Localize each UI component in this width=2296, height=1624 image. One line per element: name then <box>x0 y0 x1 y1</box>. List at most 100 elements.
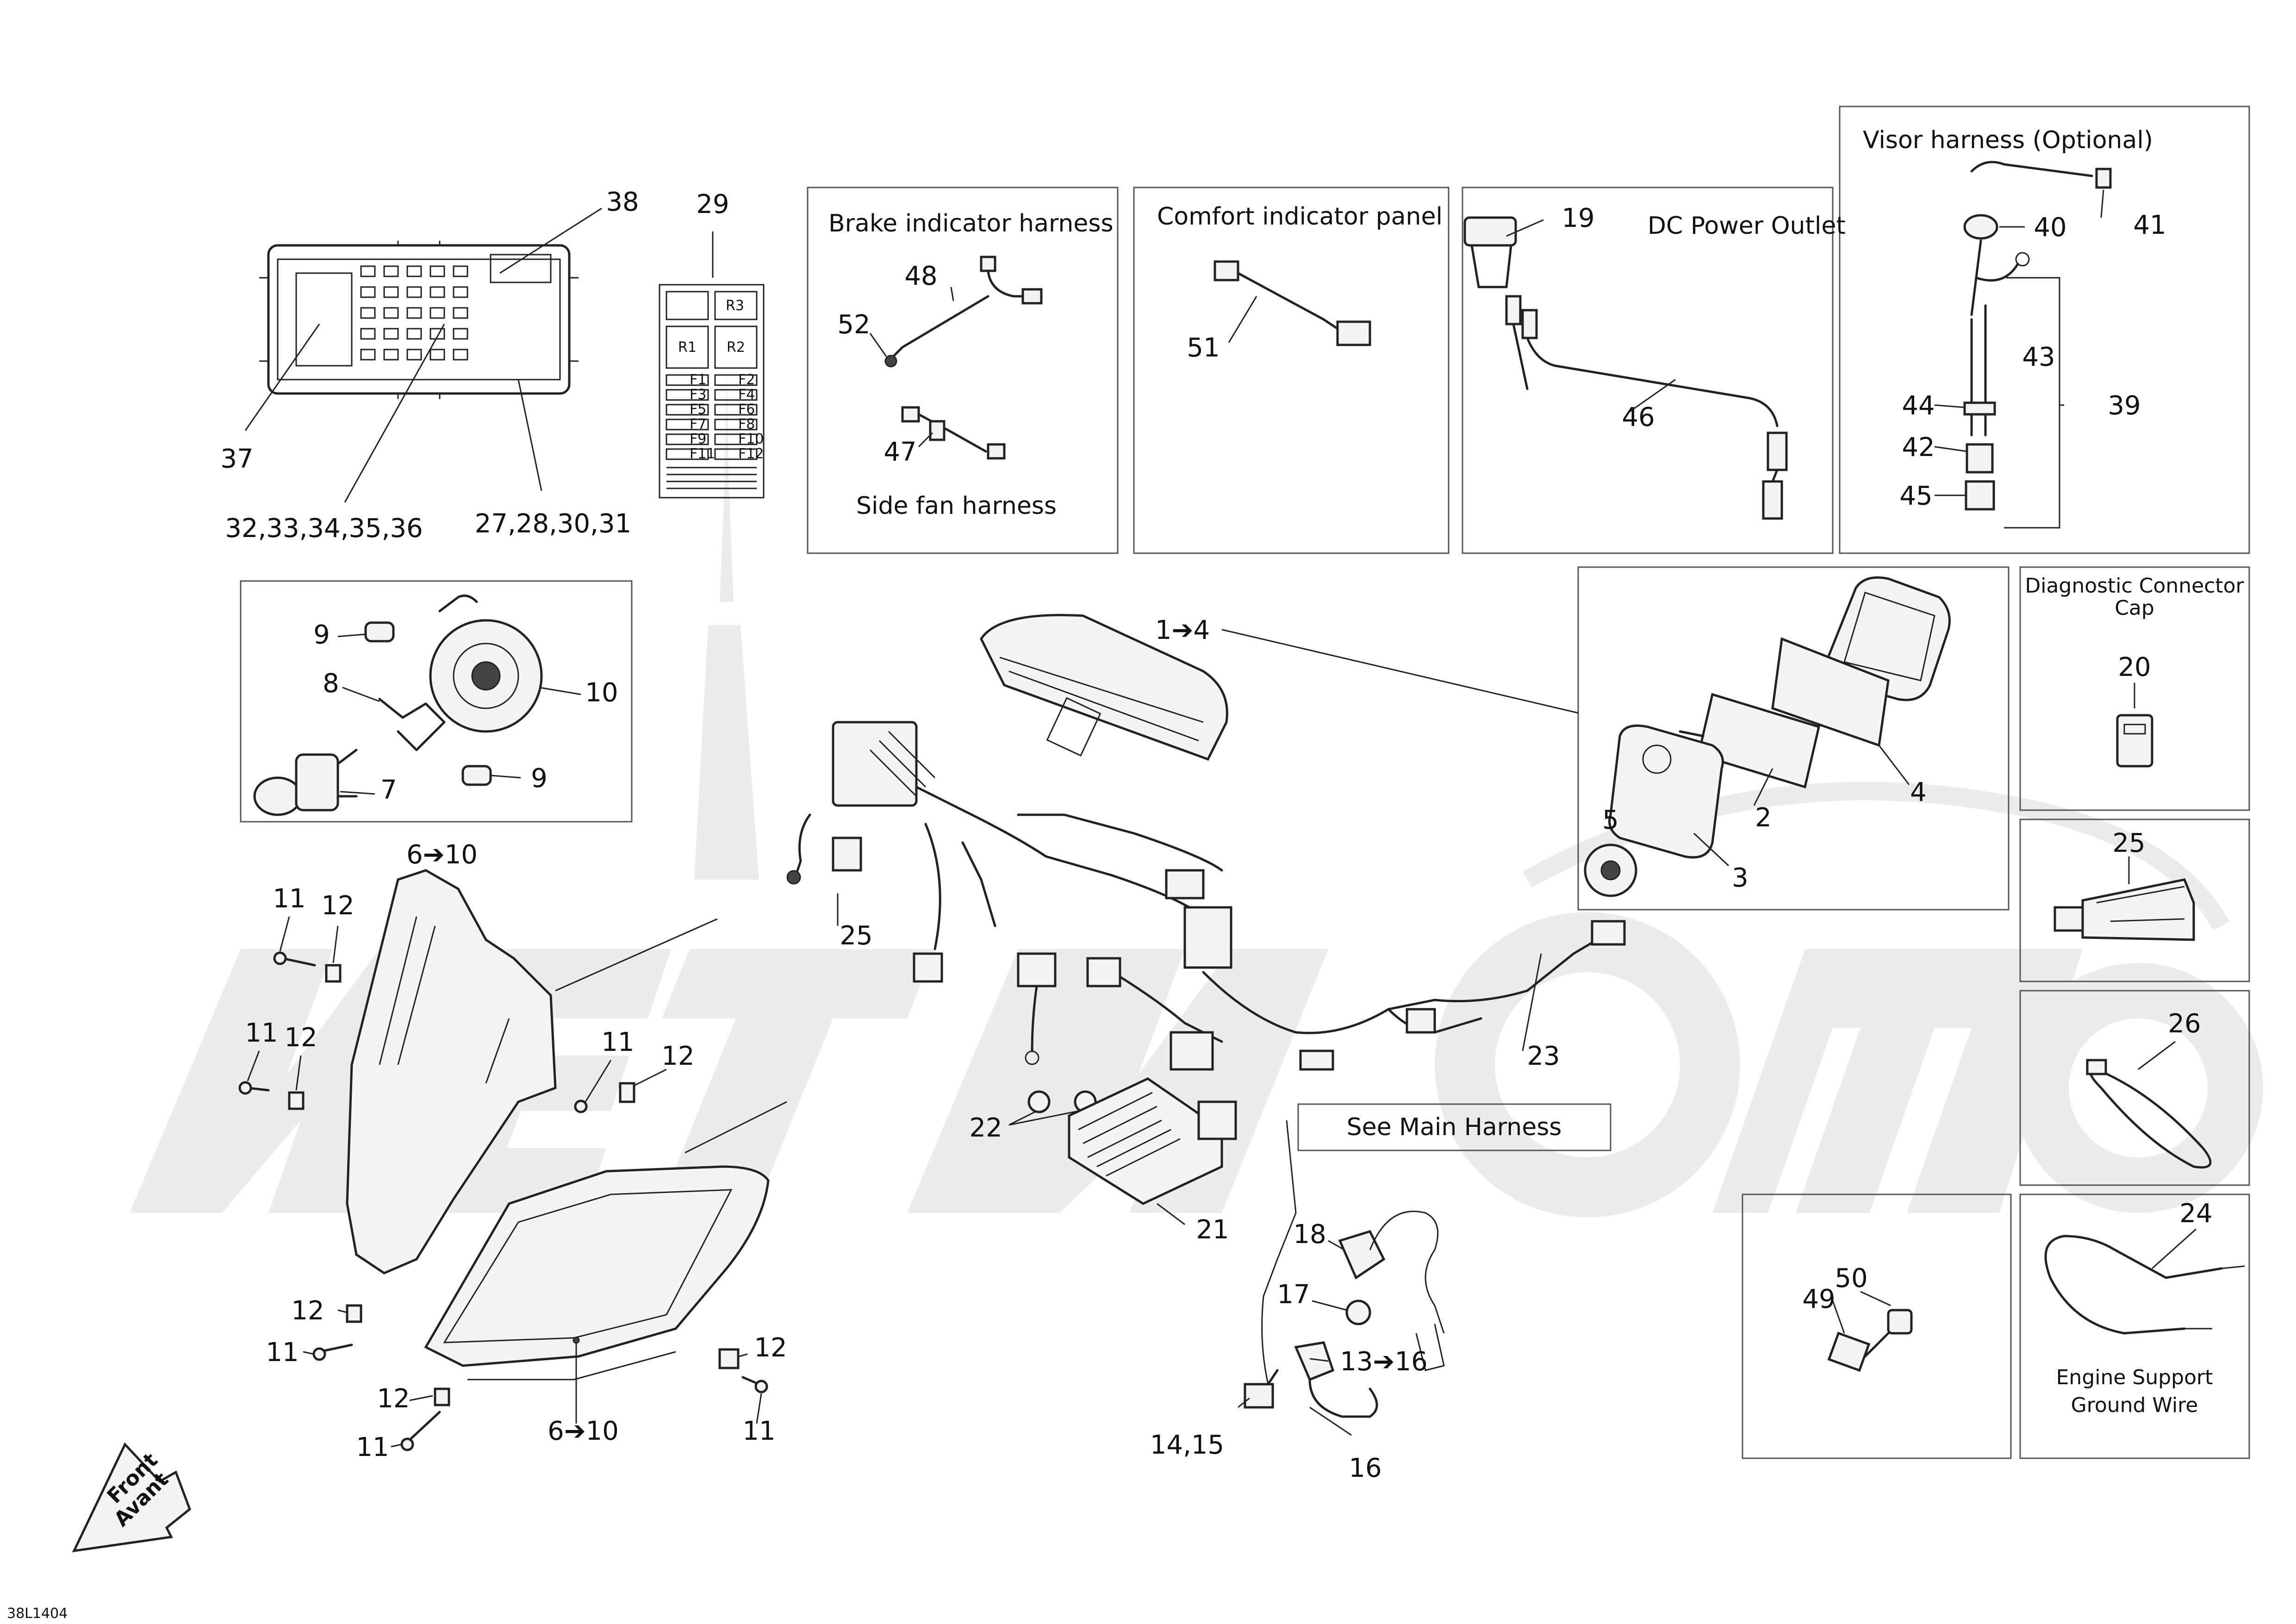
relay-r2: R2 <box>727 339 745 356</box>
callout-18: 18 <box>1293 1219 1326 1249</box>
switch-and-connector <box>1827 1309 1913 1372</box>
fuse-f10: F10 <box>738 431 764 447</box>
callout-21: 21 <box>1196 1215 1229 1245</box>
fuse-box <box>259 241 579 399</box>
tether-cord <box>1244 1120 1445 1418</box>
callout-12-a: 12 <box>321 891 354 921</box>
diagnostic-cap-title-line1: Diagnostic Connector <box>2025 574 2244 598</box>
cable-tie-panel <box>2019 990 2250 1186</box>
callout-1-4: 1➔4 <box>1155 615 1210 645</box>
fuse-f8: F8 <box>738 416 755 432</box>
relay-r1: R1 <box>678 339 697 356</box>
callout-4: 4 <box>1910 777 1927 807</box>
diagnostic-connector-cap <box>2116 714 2153 768</box>
fuse-f5: F5 <box>690 401 706 418</box>
fuse-f12: F12 <box>738 446 764 462</box>
cable-tie <box>2086 1059 2212 1169</box>
headlight-bulb-panel <box>240 580 633 823</box>
callout-9-top: 9 <box>313 620 330 650</box>
callout-17: 17 <box>1277 1280 1310 1310</box>
callout-23: 23 <box>1527 1041 1560 1071</box>
fuse-f9: F9 <box>690 431 706 447</box>
fuse-f2: F2 <box>738 372 755 388</box>
callout-52: 52 <box>837 310 870 340</box>
callout-3: 3 <box>1732 863 1748 893</box>
callout-42: 42 <box>1902 432 1935 462</box>
dc-power-outlet-title: DC Power Outlet <box>1648 212 1846 240</box>
comfort-indicator-harness <box>1213 260 1371 346</box>
main-wiring-harness <box>786 721 1626 1071</box>
dielectric-grease-panel <box>2019 818 2250 982</box>
callout-29: 29 <box>696 189 729 219</box>
gauge-cluster <box>980 614 1228 761</box>
switch-panel <box>1742 1193 2012 1459</box>
diagnostic-cap-title-line2: Cap <box>2115 596 2154 620</box>
callout-2: 2 <box>1755 803 1772 833</box>
callout-39: 39 <box>2108 391 2140 421</box>
gauge-cluster-panel <box>1577 566 2010 911</box>
fuse-f11: F11 <box>690 446 715 462</box>
fuse-f4: F4 <box>738 387 755 403</box>
engine-ground-title-line2: Ground Wire <box>2071 1393 2198 1417</box>
brake-indicator-harness <box>884 256 1043 368</box>
screws-and-clips <box>238 951 768 1451</box>
callout-41: 41 <box>2133 210 2166 240</box>
nuts-and-regulator <box>1027 1077 1237 1205</box>
callout-9-bottom: 9 <box>531 763 548 793</box>
callout-43: 43 <box>2022 342 2055 372</box>
headlight-bulb-parts <box>253 594 543 816</box>
callout-40: 40 <box>2034 212 2066 243</box>
gauge-cluster-exploded <box>1584 576 1951 897</box>
callout-26: 26 <box>2168 1009 2201 1039</box>
see-main-harness-box <box>1297 1103 1612 1151</box>
dc-power-outlet-panel <box>1462 187 1834 554</box>
callout-11-b: 11 <box>245 1018 278 1048</box>
engine-ground-title-line1: Engine Support <box>2056 1366 2213 1389</box>
callout-38: 38 <box>606 187 639 217</box>
callout-12-e: 12 <box>377 1384 410 1414</box>
fuse-f1: F1 <box>690 372 706 388</box>
callout-5: 5 <box>1602 805 1619 835</box>
callout-11-c: 11 <box>601 1027 634 1057</box>
callout-49: 49 <box>1802 1284 1835 1314</box>
see-main-harness-label: See Main Harness <box>1347 1113 1562 1141</box>
callout-47: 47 <box>884 437 916 467</box>
callout-22: 22 <box>969 1113 1002 1143</box>
brake-fan-harness-panel <box>807 187 1119 554</box>
front-arrow: Front Avant <box>72 1442 191 1553</box>
callout-7: 7 <box>380 775 397 805</box>
callout-20: 20 <box>2118 652 2151 682</box>
engine-support-ground-wire <box>2044 1235 2245 1335</box>
diagnostic-cap-panel <box>2019 566 2250 811</box>
fuse-f7: F7 <box>690 416 706 432</box>
visor-harness-panel <box>1839 106 2250 554</box>
callout-50: 50 <box>1835 1263 1867 1293</box>
callout-37: 37 <box>220 444 253 474</box>
callout-12-f: 12 <box>754 1333 787 1363</box>
callout-45: 45 <box>1899 481 1932 511</box>
callout-51: 51 <box>1187 333 1220 363</box>
dc-power-outlet <box>1463 216 1788 520</box>
callout-11-f: 11 <box>742 1416 775 1446</box>
visor-harness <box>1963 161 2112 529</box>
callout-46: 46 <box>1622 402 1655 432</box>
callout-14-15: 14,15 <box>1150 1430 1224 1460</box>
callout-48: 48 <box>904 261 937 291</box>
callout-19: 19 <box>1562 203 1594 233</box>
side-fan-harness-title: Side fan harness <box>856 492 1057 520</box>
fuse-f6: F6 <box>738 401 755 418</box>
engine-ground-panel <box>2019 1193 2250 1459</box>
callout-44: 44 <box>1902 391 1935 421</box>
visor-harness-title: Visor harness (Optional) <box>1863 126 2153 154</box>
callout-6-10-top: 6➔10 <box>406 840 478 870</box>
right-headlight-assembly <box>424 1165 770 1380</box>
callout-labels: 38 29 37 32,33,34,35,36 27,28,30,31 48 5… <box>220 187 2212 1483</box>
fuse-f3: F3 <box>690 387 706 403</box>
callout-12-b: 12 <box>284 1023 317 1053</box>
diagram-code: 38L1404 <box>7 1605 68 1622</box>
callout-11-d: 11 <box>266 1337 299 1368</box>
relay-r3: R3 <box>726 298 744 314</box>
callout-6-10-bottom: 6➔10 <box>548 1416 619 1446</box>
callout-11-a: 11 <box>273 884 305 914</box>
